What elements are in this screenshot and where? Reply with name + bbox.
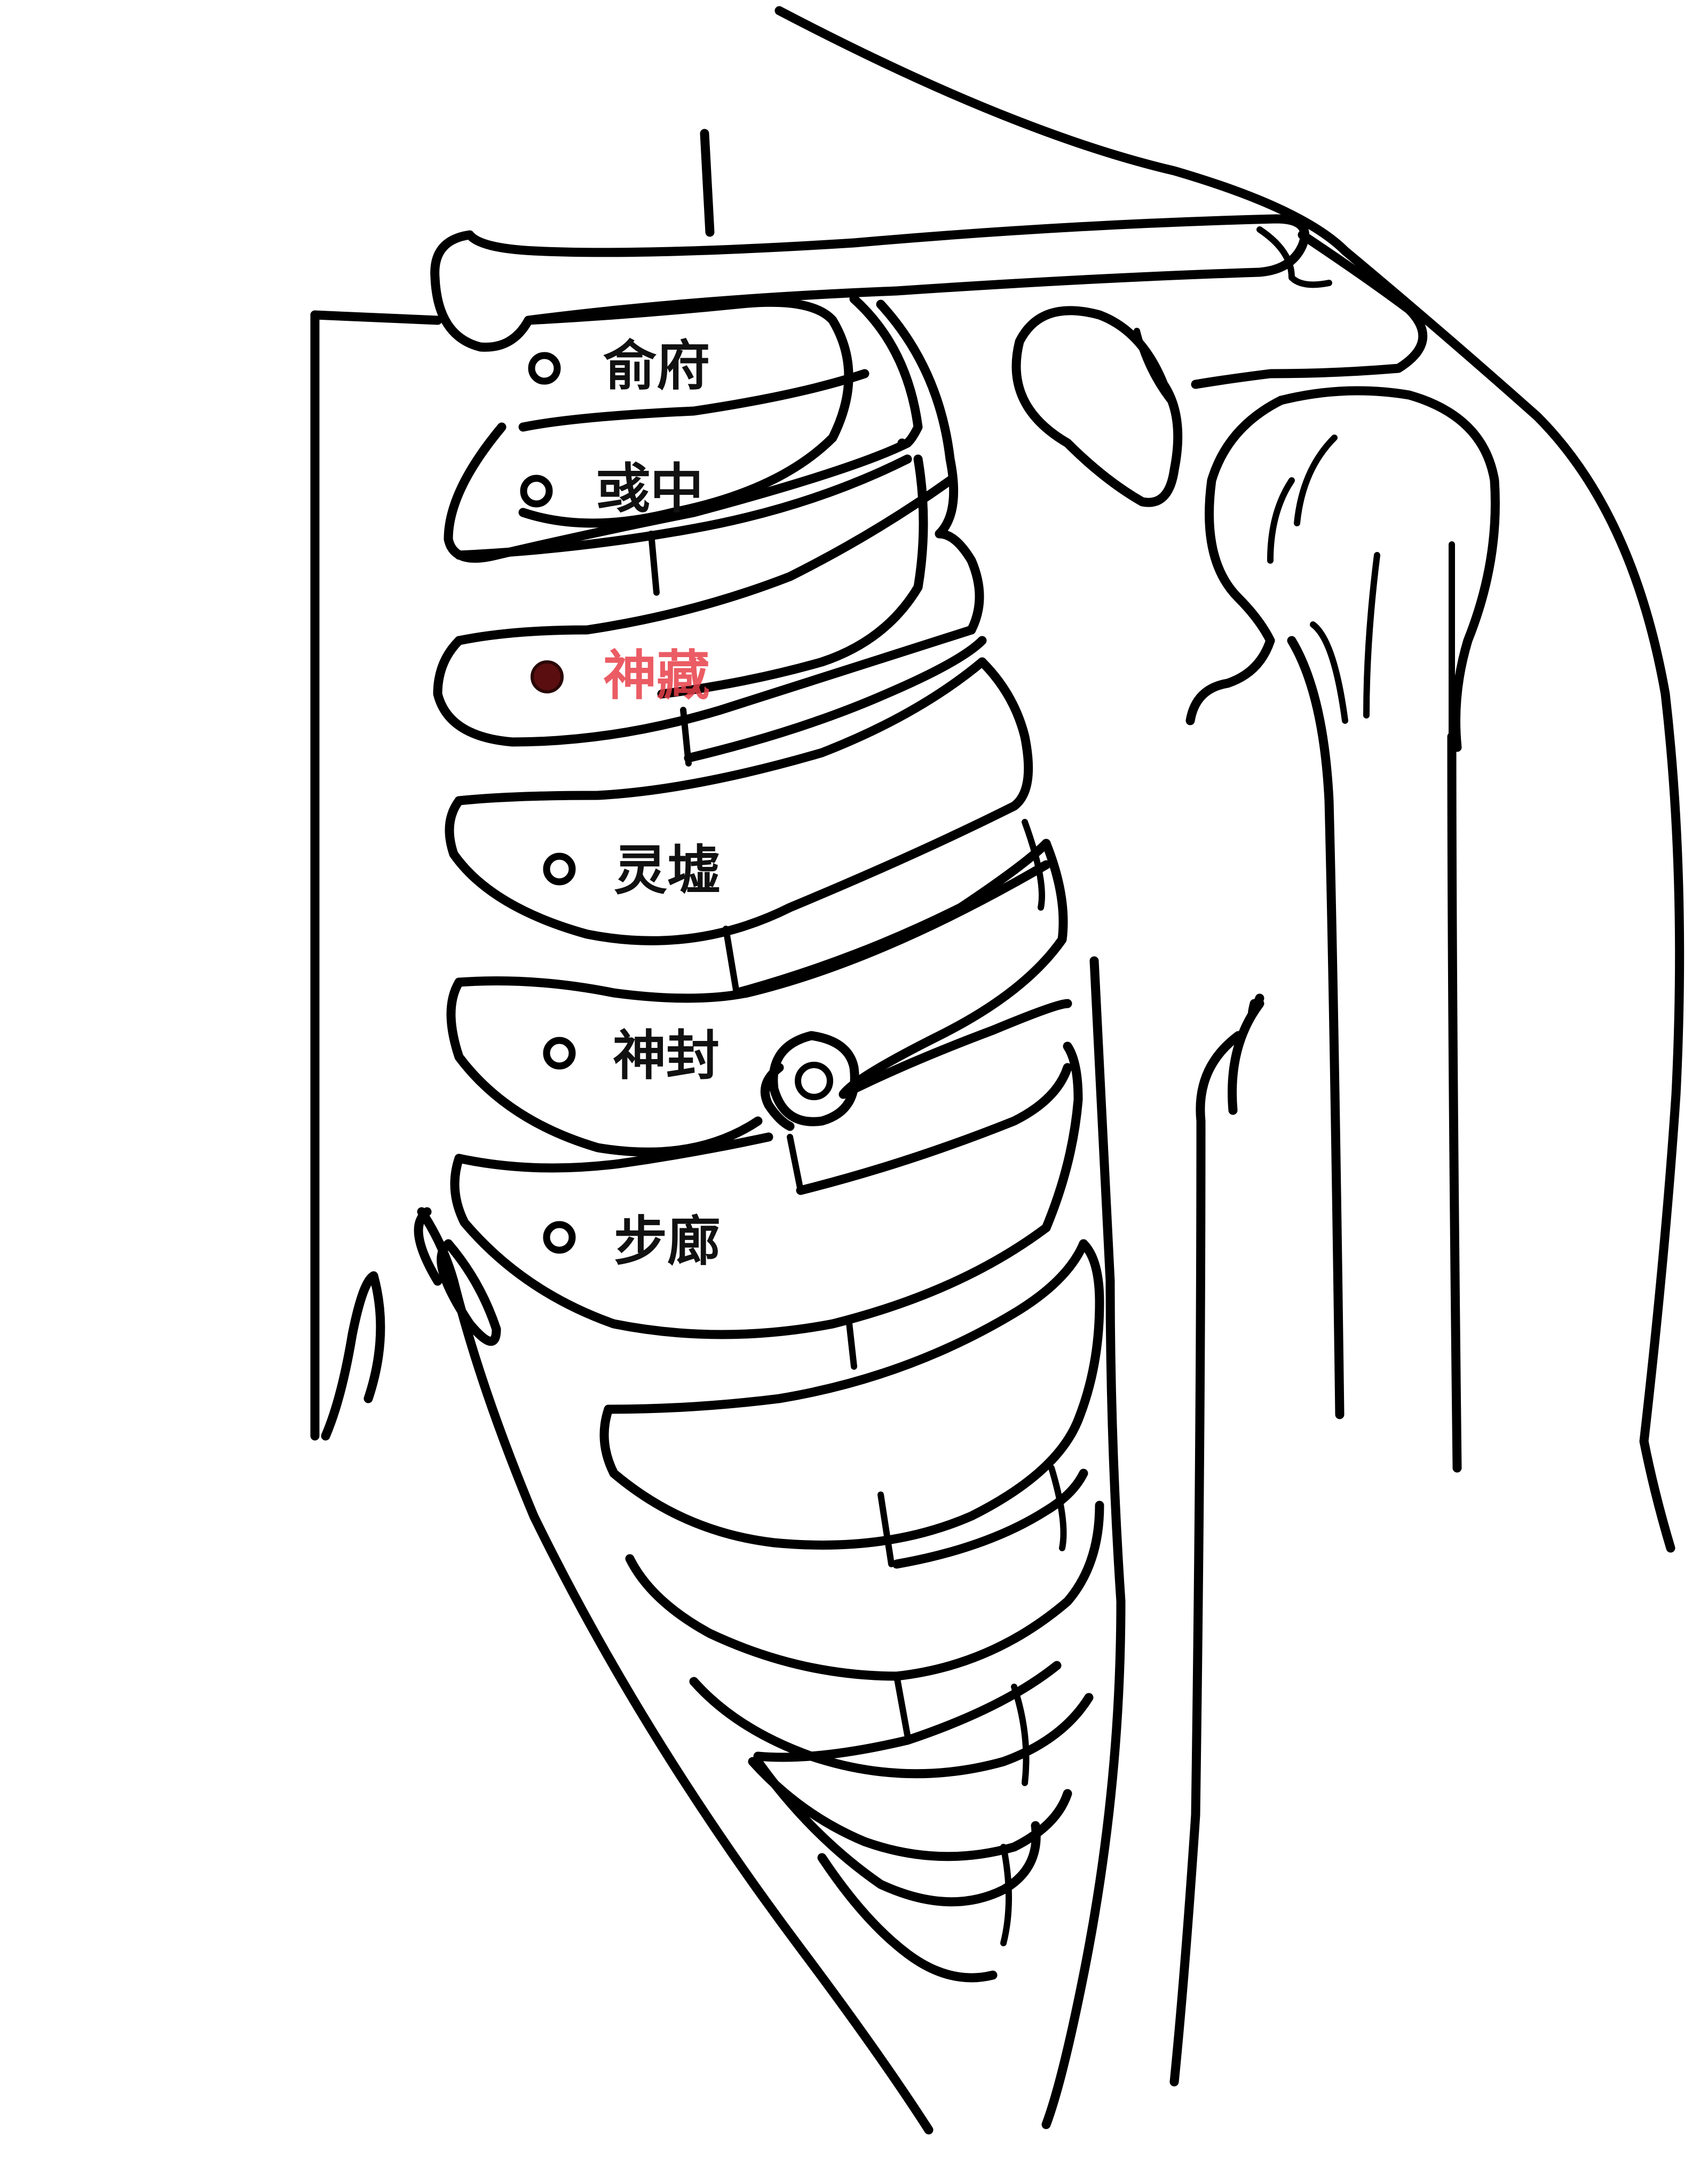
shoulder-contour [774,6,1685,1553]
acupoint-label-bulang: 步廊 [614,1210,721,1273]
arm-lines [1169,636,1462,2087]
acupoint-yuzhong: 彧中 [520,457,703,520]
ribs [433,294,1104,1983]
acupoint-shenfeng: 神封 [543,1024,719,1087]
acupoint-marker-lingxu [543,852,576,886]
acupoint-marker-yuzhong [520,475,553,508]
acupoint-label-lingxu: 灵墟 [614,839,721,902]
torso-wall [414,956,1126,2135]
sternum-outline [310,129,715,1441]
acupoint-marker-yufu [528,352,561,385]
acupoint-label-yufu: 俞府 [603,335,710,397]
acupoint-bulang: 步廊 [543,1210,721,1273]
acupoint-label-shenfeng: 神封 [613,1024,719,1087]
acupoint-marker-shenfeng [543,1037,576,1070]
nipple [760,1031,859,1131]
acupoint-marker-bulang [543,1221,576,1254]
acupoint-marker-shencang [531,660,564,693]
clavicle [430,214,1309,352]
acupoint-label-yuzhong: 彧中 [597,457,703,520]
acupoint-yufu: 俞府 [528,335,710,397]
acupoint-lingxu: 灵墟 [543,839,721,902]
scapula-parts [1011,306,1500,752]
acupoint-label-shencang: 神藏 [603,644,710,707]
acupoint-shencang: 神藏 [531,644,710,707]
